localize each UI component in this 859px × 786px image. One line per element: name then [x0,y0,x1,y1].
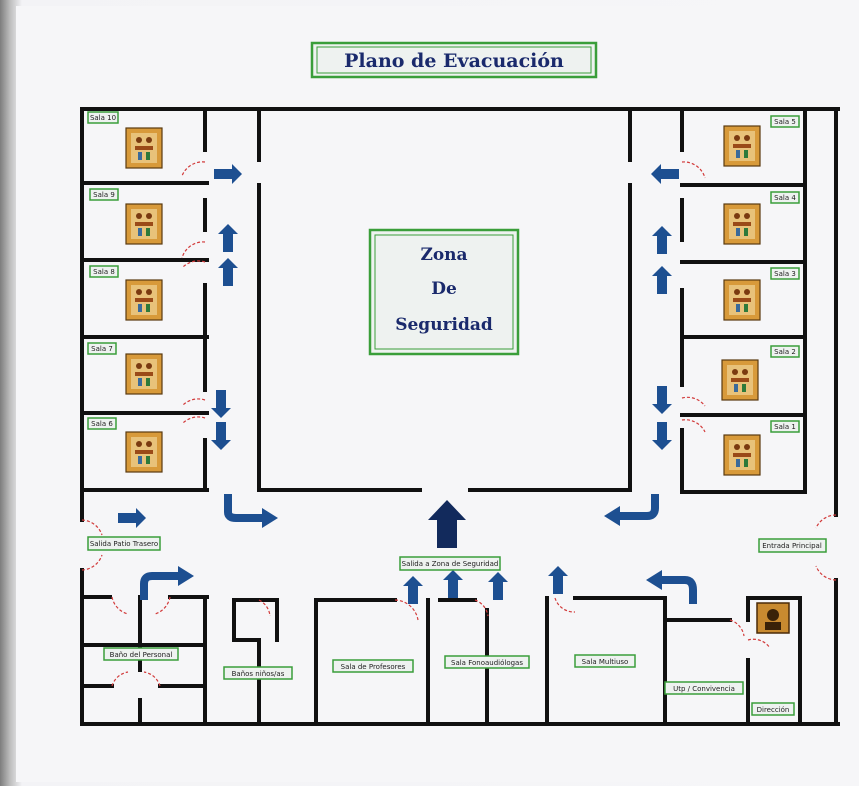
curved-arrow-icon [618,494,659,520]
curved-arrow-head-icon [604,506,620,526]
room-sala-8: Sala 8 [89,265,163,321]
svg-text:Sala de Profesores: Sala de Profesores [341,663,406,671]
svg-text:Salida Patio Trasero: Salida Patio Trasero [90,540,158,548]
curved-arrow-head-icon [646,570,662,590]
evacuation-arrow-icon [218,224,238,252]
curved-arrow-icon [224,494,264,522]
svg-text:Salida a Zona de Seguridad: Salida a Zona de Seguridad [402,560,499,568]
room-sala-1: Sala 1 [723,420,800,476]
tribal-poster-icon [125,279,163,321]
evacuation-arrow-icon [211,422,231,450]
main-entrance-label: Entrada Principal [758,538,827,553]
room-sala-9: Sala 9 [89,188,163,245]
tribal-poster-icon [723,279,761,321]
evacuation-arrow-icon [548,566,568,594]
left-rooms: Sala 10 Sala 9 Sala 8 Sala 7 Sala 6 [87,111,163,473]
room-sala-4: Sala 4 [723,191,800,245]
tribal-poster-icon [723,125,761,167]
room-sala-7: Sala 7 [87,342,163,395]
main-exit-arrow-icon [428,500,466,548]
title-box: Plano de Evacuación [310,41,598,79]
evacuation-arrow-icon [651,164,679,184]
tribal-poster-icon [125,203,163,245]
room-label: Sala 1 [774,423,796,431]
safe-zone-box: Zona De Seguridad [368,228,520,356]
tribal-poster-icon [125,127,163,169]
room-label: Sala 5 [774,118,796,126]
evacuation-arrow-icon [211,390,231,418]
evacuation-arrow-icon [218,258,238,286]
svg-text:Entrada Principal: Entrada Principal [762,542,822,550]
tribal-poster-icon [723,434,761,476]
curved-arrow-icon [660,576,697,604]
evacuation-arrow-icon [403,576,423,604]
walls [80,107,840,726]
safe-zone-line2: De [431,279,457,299]
evacuation-arrow-icon [488,572,508,600]
tribal-poster-icon [723,203,761,245]
safe-zone-exit-label: Salida a Zona de Seguridad [399,556,501,571]
room-label: Sala 7 [91,345,113,353]
room-label: Sala 9 [93,191,115,199]
speech-room-label: Sala Fonoaudiólogas [444,655,530,669]
evacuation-arrow-icon [214,164,242,184]
tribal-poster-icon [721,359,759,401]
room-sala-10: Sala 10 [87,111,163,169]
svg-text:Utp / Convivencia: Utp / Convivencia [673,685,735,693]
multi-room-label: Sala Multiuso [574,654,636,668]
direction-label: Dirección [751,702,795,716]
room-label: Sala 4 [774,194,796,202]
utp-label: Utp / Convivencia [664,681,744,695]
tribal-poster-icon [125,431,163,473]
kids-bathrooms-label: Baños niños/as [223,666,293,680]
teachers-room-label: Sala de Profesores [332,659,414,673]
right-rooms: Sala 5 Sala 4 Sala 3 Sala 2 Sala 1 [721,115,800,476]
room-label: Sala 6 [91,420,113,428]
room-label: Sala 2 [774,348,796,356]
rear-exit-label: Salida Patio Trasero [87,536,161,551]
evacuation-arrow-icon [652,386,672,414]
evacuation-arrow-icon [652,226,672,254]
portrait-icon [756,602,790,634]
svg-text:Baños niños/as: Baños niños/as [232,670,285,678]
svg-text:Sala Fonoaudiólogas: Sala Fonoaudiólogas [451,659,523,667]
room-label: Sala 10 [90,114,116,122]
tribal-poster-icon [125,353,163,395]
evacuation-arrow-icon [443,570,463,598]
evacuation-arrow-icon [118,508,146,528]
room-sala-5: Sala 5 [723,115,800,167]
evacuation-arrow-icon [652,266,672,294]
room-sala-6: Sala 6 [87,417,163,473]
svg-text:Sala Multiuso: Sala Multiuso [582,658,629,666]
doors [81,161,837,687]
evacuation-arrows [118,164,697,604]
room-sala-2: Sala 2 [721,345,800,401]
room-label: Sala 3 [774,270,796,278]
page-title: Plano de Evacuación [344,50,564,72]
safe-zone-line1: Zona [420,245,467,265]
room-sala-3: Sala 3 [723,267,800,321]
evacuation-arrow-icon [652,422,672,450]
svg-text:Baño del Personal: Baño del Personal [110,651,173,659]
safe-zone-line3: Seguridad [395,315,493,335]
curved-arrow-head-icon [262,508,278,528]
svg-text:Dirección: Dirección [757,706,790,714]
curved-arrow-head-icon [178,566,194,586]
curved-arrow-icon [140,572,180,600]
room-label: Sala 8 [93,268,115,276]
staff-bathroom-label: Baño del Personal [103,647,179,661]
